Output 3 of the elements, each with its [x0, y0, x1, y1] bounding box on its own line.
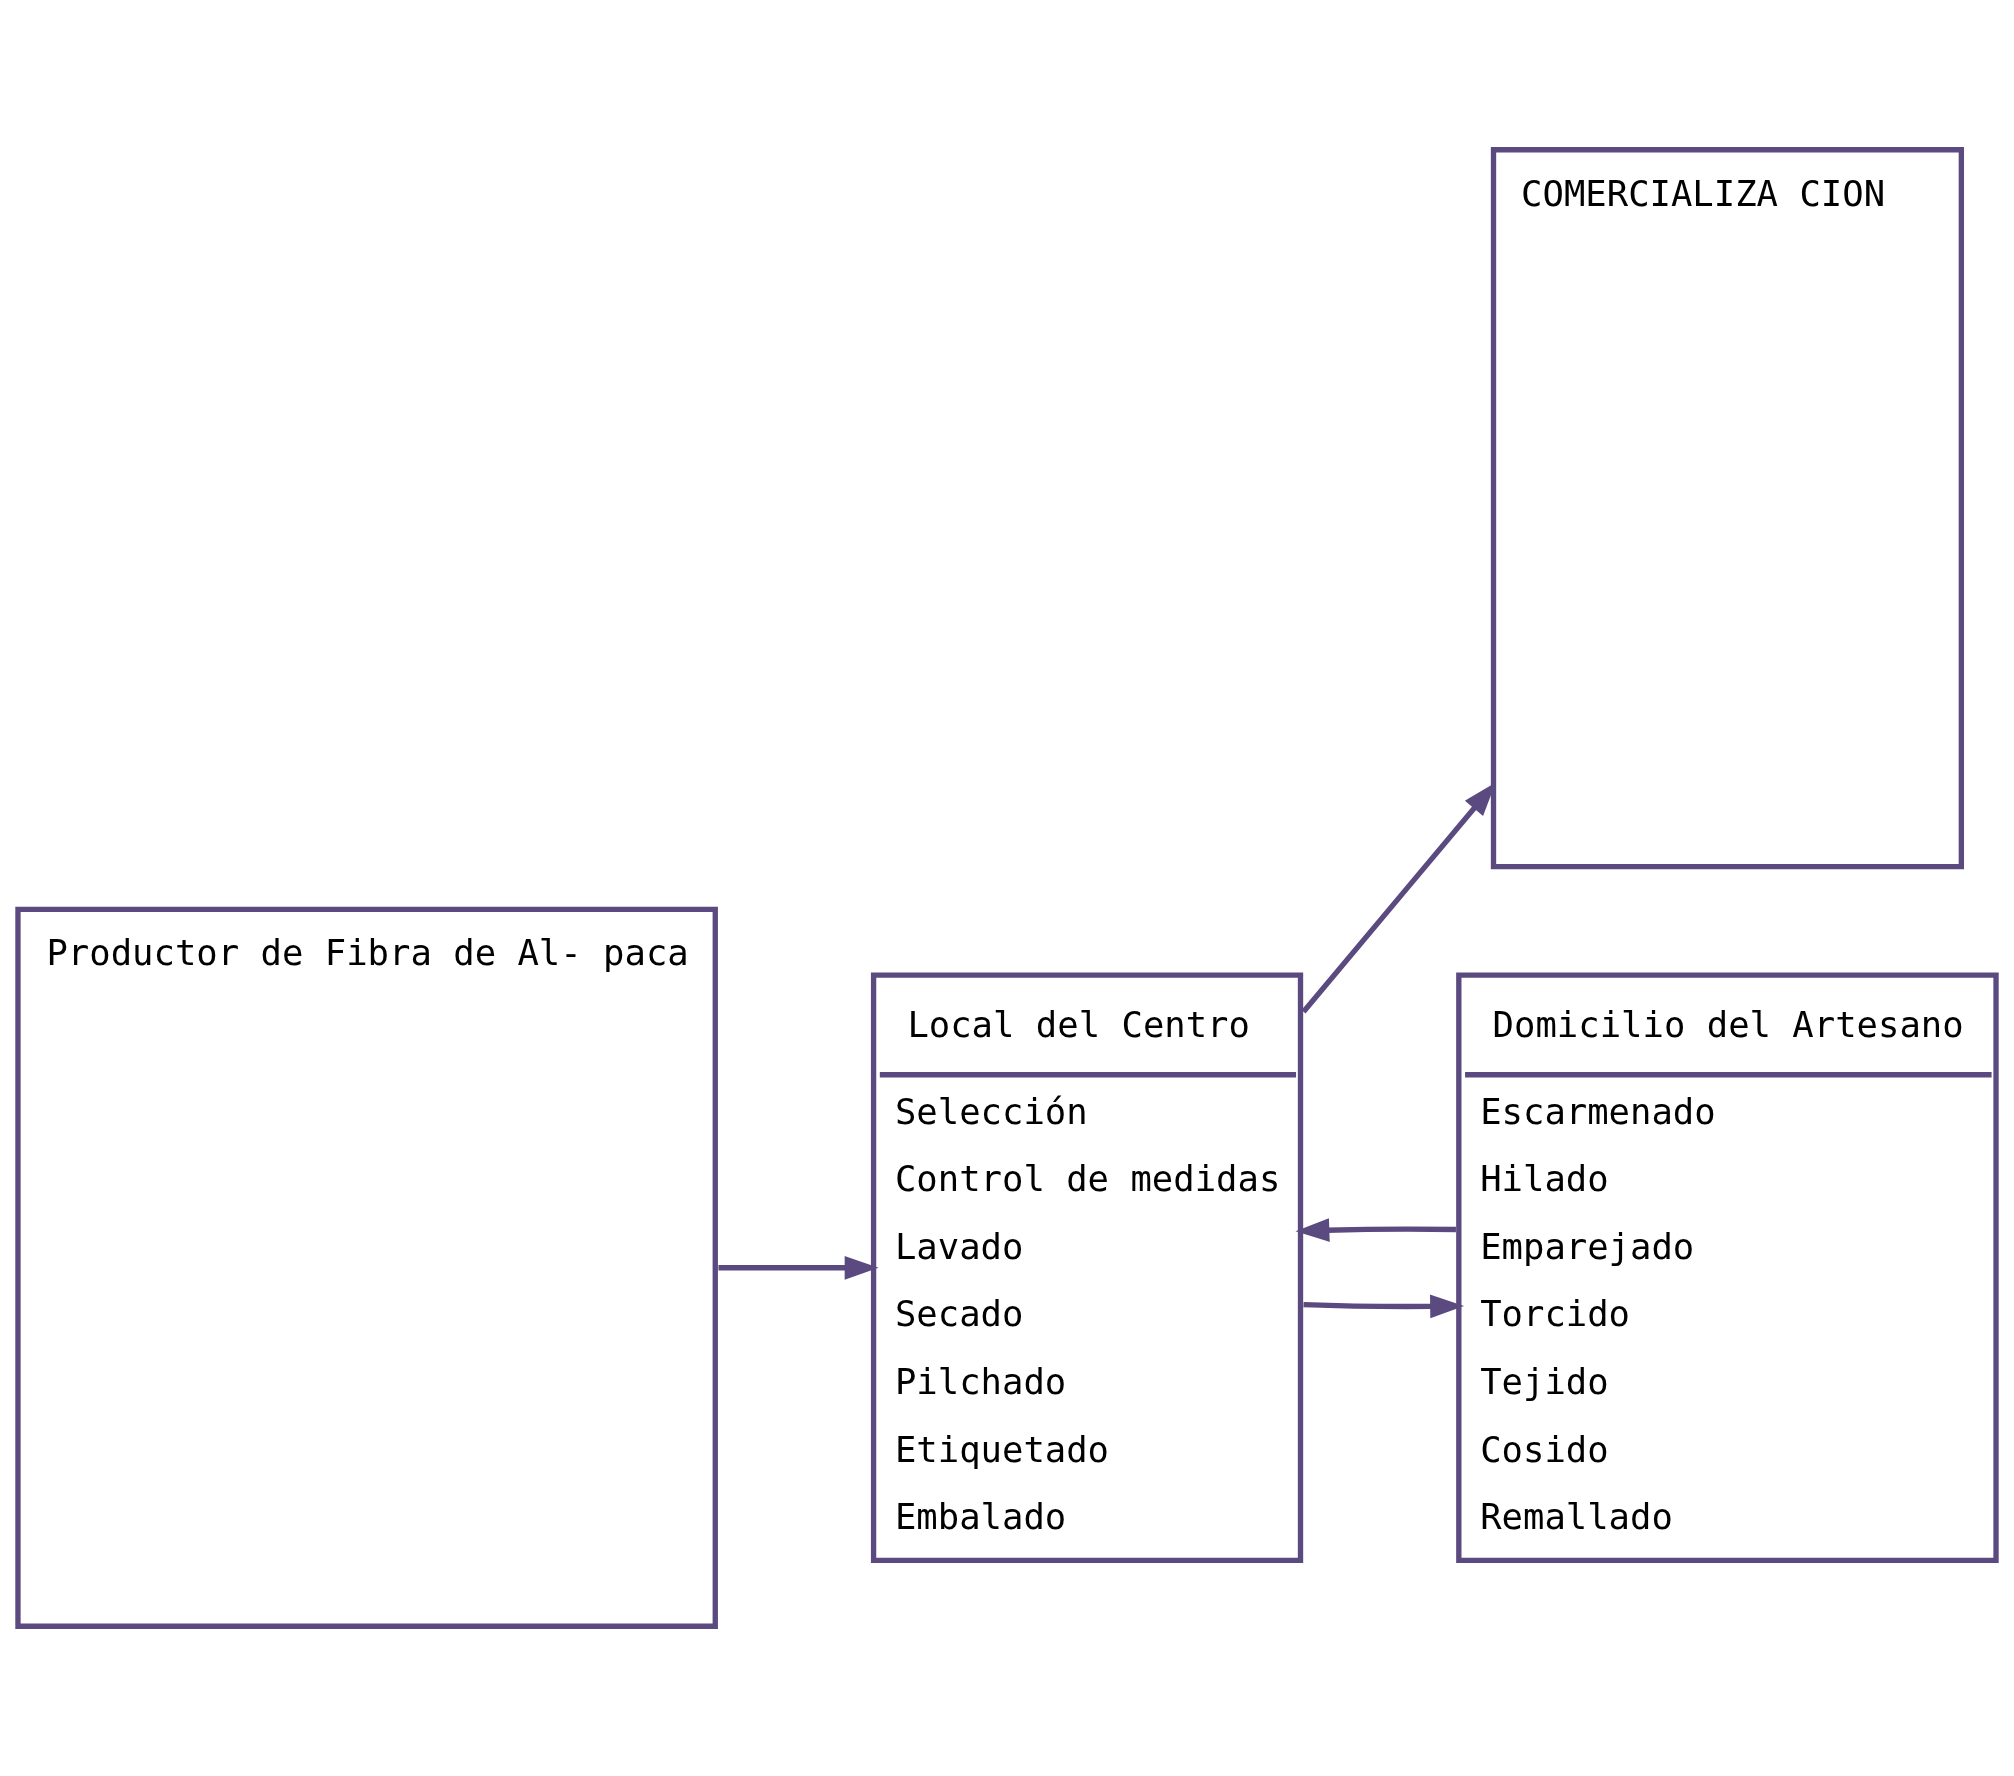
arrow [718, 1255, 879, 1280]
arrow [1303, 1294, 1465, 1319]
arrow [1295, 1218, 1456, 1242]
